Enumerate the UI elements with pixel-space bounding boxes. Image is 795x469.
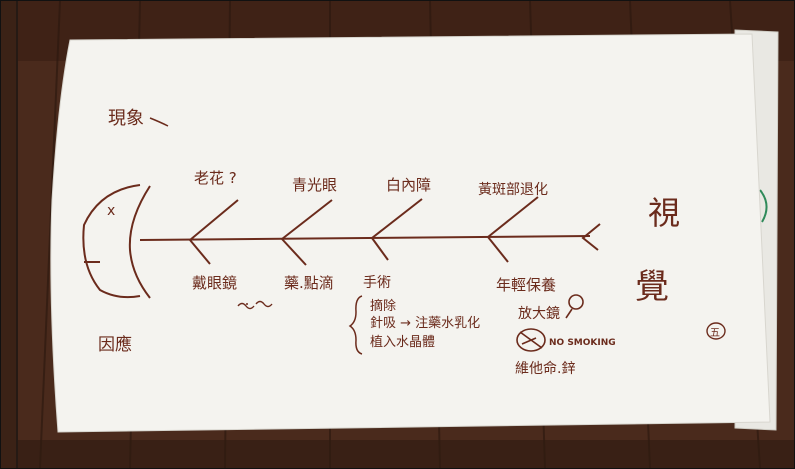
title-vision-top: 視 <box>648 194 680 232</box>
branch-presbyopia: 老花 ? <box>194 169 237 187</box>
surgery-item-3: 植入水晶體 <box>370 335 435 350</box>
care-item-magnifier: 放大鏡 <box>518 306 560 322</box>
branch-macular-degeneration: 黃斑部退化 <box>478 182 548 198</box>
phenomenon-underline <box>149 117 169 127</box>
label-phenomenon: 現象 <box>108 108 144 129</box>
label-cause: 因應 <box>98 334 132 355</box>
fish-tail <box>581 223 601 251</box>
circle-mark-outline <box>706 322 726 340</box>
care-item-vitamin: 維他命.鋅 <box>515 360 575 377</box>
surgery-brace <box>348 295 363 355</box>
branch-cataract: 白內障 <box>386 176 431 194</box>
glasses-doodle <box>237 300 273 310</box>
surgery-item-2: 針吸 → 注藥水乳化 <box>370 316 480 331</box>
branch-glaucoma: 青光眼 <box>292 176 337 194</box>
inner-border <box>16 0 795 469</box>
fish-head <box>82 184 151 299</box>
eye-mark: x <box>107 203 115 219</box>
no-smoking-icon <box>516 328 546 352</box>
green-marker-mark <box>759 189 768 223</box>
title-vision-bottom: 覺 <box>635 267 669 307</box>
branch-young-care: 年輕保養 <box>496 276 556 294</box>
paper-sheet <box>50 33 771 433</box>
bottom-bones <box>189 236 509 266</box>
surgery-item-1: 摘除 <box>370 298 396 314</box>
top-bones <box>189 196 539 241</box>
branch-surgery: 手術 <box>363 275 391 291</box>
magnifier-doodle <box>565 294 584 319</box>
branch-medication: 藥.點滴 <box>284 274 334 292</box>
care-item-no-smoking: NO SMOKING <box>549 338 616 348</box>
fish-spine <box>139 235 591 241</box>
branch-glasses: 戴眼鏡 <box>192 274 237 292</box>
circle-mark: 五 <box>710 328 720 339</box>
